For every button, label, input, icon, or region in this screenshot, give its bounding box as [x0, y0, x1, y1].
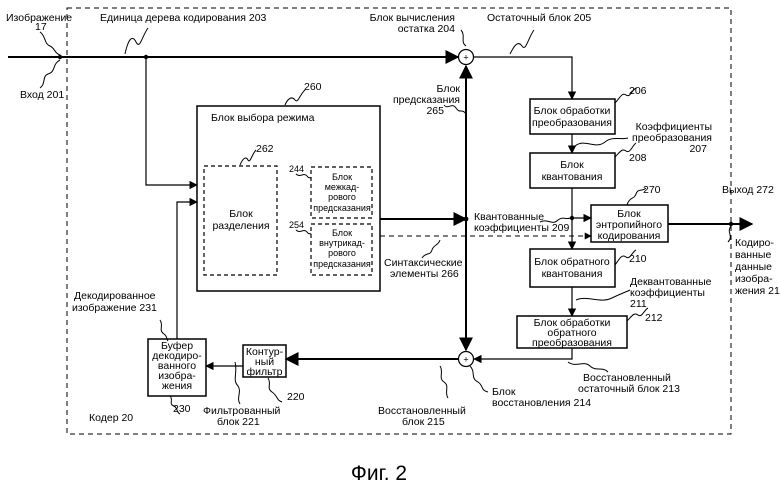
- invtrans-label-3: преобразования: [532, 337, 612, 349]
- ctu-label: Единица дерева кодирования 203: [100, 12, 267, 24]
- prediction-junction: [464, 217, 469, 222]
- inter-label-2: межкад-: [325, 182, 360, 192]
- partition-number: 262: [256, 143, 274, 155]
- coeffs-label-3: 207: [689, 143, 707, 155]
- figure-caption: Фиг. 2: [351, 462, 407, 485]
- mode-select-number: 260: [304, 81, 322, 93]
- transform-number: 206: [629, 85, 647, 97]
- ctu-branch-line: [146, 57, 197, 185]
- transform-label: Блок обработки: [534, 105, 611, 117]
- residual-calc-label-2: остатка 204: [398, 23, 455, 35]
- output-junction: [729, 222, 733, 226]
- intra-label-4: предсказания: [313, 259, 371, 269]
- recon-residual-leader: [568, 362, 608, 372]
- syntax-leader: [422, 240, 440, 258]
- input-label: Вход 201: [20, 89, 64, 101]
- mode-select-leader: [285, 90, 305, 105]
- ctu-leader: [125, 28, 148, 54]
- inter-label-4: предсказания: [313, 203, 371, 213]
- decoded-picture-label: Декодированное: [74, 290, 156, 302]
- quant-coeffs-label-2: коэффициенты 209: [474, 222, 570, 234]
- syntax-label-2: элементы 266: [390, 268, 459, 280]
- recon-unit-leader: [470, 366, 488, 392]
- recon-block-label-2: блок 215: [402, 416, 445, 428]
- input-leader: [40, 60, 60, 88]
- mode-select-label: Блок выбора режима: [211, 112, 315, 124]
- residual-line: [474, 57, 572, 99]
- inter-label: Блок: [332, 172, 352, 182]
- entropy-label-3: кодирования: [598, 230, 661, 242]
- quant-label-2: квантования: [542, 171, 603, 183]
- residual-block-leader: [510, 30, 534, 54]
- dpb-number: 230: [173, 403, 191, 415]
- output-label: Выход 272: [722, 184, 774, 196]
- input-junction: [58, 55, 62, 59]
- recon-residual-label-2: остаточный блок 213: [578, 383, 680, 395]
- encoded-data-label-2: ванные: [735, 249, 771, 261]
- intra-label: Блок: [332, 228, 352, 238]
- intra-number: 254: [289, 220, 304, 230]
- invquant-label-2: квантования: [542, 268, 603, 280]
- dequant-label-3: 211: [630, 298, 647, 310]
- loop-filter-label-3: фильтр: [247, 366, 283, 378]
- picture-leader: [40, 32, 60, 55]
- decoded-picture-label-2: изображение 231: [72, 302, 157, 314]
- invquant-number: 210: [629, 253, 647, 265]
- quant-label: Блок: [560, 159, 584, 171]
- filtered-block-label-2: блок 221: [217, 416, 260, 428]
- recon-adder-sign: +: [463, 355, 468, 365]
- filtered-leader: [235, 362, 240, 404]
- dpb-to-mode-line: [177, 202, 197, 339]
- encoded-data-label-4: изобра-: [735, 273, 773, 285]
- prediction-leader: [444, 105, 466, 114]
- prediction-label-3: 265: [426, 105, 444, 117]
- residual-block-label: Остаточный блок 205: [487, 12, 591, 24]
- loop-filter-leader: [268, 378, 282, 402]
- picture-number: 17: [35, 21, 47, 33]
- partition-label-2: разделения: [212, 220, 269, 232]
- intra-label-2: внутрикад-: [319, 238, 365, 248]
- dpb-label-5: жения: [162, 380, 192, 392]
- invquant-label: Блок обратного: [534, 256, 610, 268]
- quant-number: 208: [629, 152, 647, 164]
- residual-adder-sign: +: [463, 53, 468, 63]
- partition-label: Блок: [229, 208, 253, 220]
- inter-number: 244: [289, 164, 304, 174]
- coeffs-leader: [575, 138, 628, 146]
- encoded-data-label-5: жения 21: [735, 285, 780, 297]
- dequant-leader: [576, 290, 630, 300]
- decoded-leader: [160, 320, 168, 341]
- residual-calc-leader: [461, 30, 466, 46]
- invtrans-number: 212: [645, 312, 663, 324]
- entropy-number: 270: [643, 184, 661, 196]
- recon-block-leader: [440, 366, 448, 398]
- inter-label-3: рового: [328, 192, 356, 202]
- recon-unit-label-2: восстановления 214: [492, 397, 591, 409]
- intra-label-3: рового: [328, 248, 356, 258]
- invtrans-to-adder-line: [474, 348, 572, 359]
- transform-label-2: преобразования: [532, 117, 612, 129]
- encoded-data-label: Кодиро-: [735, 237, 774, 249]
- encoder-label: Кодер 20: [89, 412, 133, 424]
- loop-filter-number: 220: [287, 391, 305, 403]
- encoded-data-label-3: данные: [735, 261, 772, 273]
